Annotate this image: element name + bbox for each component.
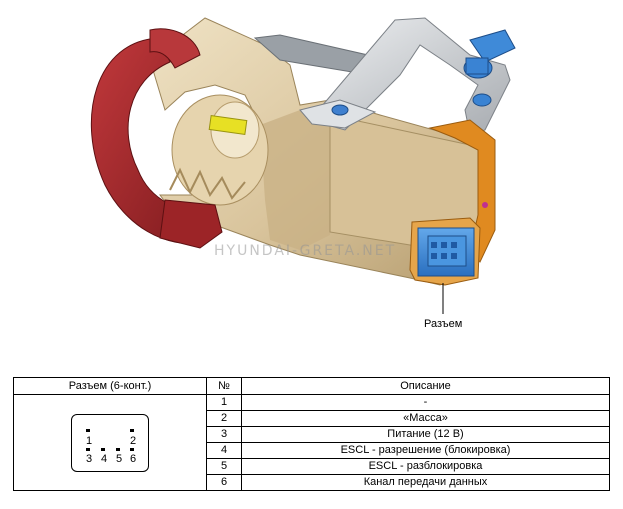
- steering-lock-illustration: [90, 17, 516, 314]
- pin-marker: [116, 447, 120, 451]
- pin-label-3: 3: [86, 452, 93, 465]
- pin-marker: [130, 428, 134, 432]
- pink-dot: [482, 202, 488, 208]
- row-number: 6: [206, 474, 242, 491]
- table-row: 5 ESCL - разблокировка: [14, 458, 610, 475]
- row-number: 2: [206, 410, 242, 427]
- pin-label-5: 5: [116, 452, 123, 465]
- connector-face: [427, 235, 467, 267]
- pin-label-4: 4: [101, 452, 108, 465]
- watermark: HYUNDAI-GRETA.NET: [214, 243, 397, 259]
- header-number: №: [206, 377, 242, 395]
- table-row: 1 2 3 4 5 6 1 -: [13, 394, 610, 491]
- row-description: ESCL - разрешение (блокировка): [241, 442, 610, 459]
- pin-label-6: 6: [130, 452, 137, 465]
- row-number: 3: [206, 426, 242, 443]
- pin-marker: [101, 447, 105, 451]
- connector-diagram: 1 2 3 4 5 6: [71, 413, 149, 472]
- header-description: Описание: [241, 377, 610, 395]
- lower-bolt: [472, 93, 492, 107]
- key-slot: [208, 114, 248, 136]
- connector-callout-label: Разъем: [424, 318, 463, 330]
- pin-marker: [130, 447, 134, 451]
- table-row: 4 ESCL - разрешение (блокировка): [14, 442, 610, 459]
- bracket-screw: [331, 104, 349, 116]
- pin-label-2: 2: [130, 434, 137, 447]
- pin-table-header: Разъем (6-конт.) № Описание: [13, 377, 610, 395]
- row-description: Питание (12 В): [241, 426, 610, 443]
- row-number: 4: [206, 442, 242, 459]
- row-description: «Масса»: [241, 410, 610, 427]
- pin-marker: [86, 447, 90, 451]
- row-description: Канал передачи данных: [241, 474, 610, 491]
- pin-label-1: 1: [86, 434, 93, 447]
- pin-marker: [86, 428, 90, 432]
- bore-teeth: [169, 167, 246, 200]
- connector-pins: [431, 242, 457, 259]
- row-description: ESCL - разблокировка: [241, 458, 610, 475]
- row-number: 5: [206, 458, 242, 475]
- pin-table: Разъем (6-конт.) № Описание 1 2 3 4 5 6 …: [13, 377, 610, 491]
- housing-shadow-face: [260, 110, 330, 250]
- clamp-ring-top: [149, 28, 201, 69]
- clamp-ring-bottom: [159, 199, 223, 249]
- header-connector: Разъем (6-конт.): [13, 377, 207, 395]
- blue-bolt: [469, 29, 516, 63]
- connector-diagram-cell: 1 2 3 4 5 6: [13, 394, 207, 491]
- row-description: -: [241, 394, 610, 411]
- blue-bolt-stem: [465, 57, 489, 75]
- table-row: 6 Канал передачи данных: [14, 474, 610, 491]
- row-number: 1: [206, 394, 242, 411]
